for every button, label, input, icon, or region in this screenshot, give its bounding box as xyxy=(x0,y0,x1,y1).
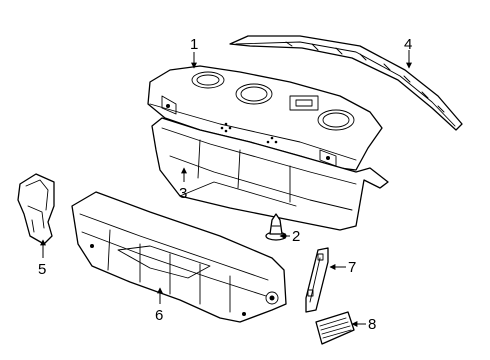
callout-4: 4 xyxy=(404,36,412,53)
callout-3: 3 xyxy=(179,185,187,202)
part-5-side-bracket xyxy=(17,173,55,245)
leader-lines xyxy=(40,50,412,327)
callout-2: 2 xyxy=(292,228,300,245)
part-7-vertical-strip xyxy=(305,247,329,313)
part-4-trim-strip xyxy=(229,35,463,131)
part-6-rear-bulkhead xyxy=(71,191,287,323)
callout-labels: 1 2 3 4 5 6 7 8 xyxy=(38,36,412,333)
callout-7: 7 xyxy=(348,259,356,276)
callout-1: 1 xyxy=(190,36,198,53)
part-1-package-tray xyxy=(147,65,383,171)
callout-6: 6 xyxy=(155,307,163,324)
part-8-vent-grille xyxy=(315,311,355,345)
callout-8: 8 xyxy=(368,316,376,333)
callout-5: 5 xyxy=(38,261,46,278)
part-3-tray-support xyxy=(151,117,389,231)
